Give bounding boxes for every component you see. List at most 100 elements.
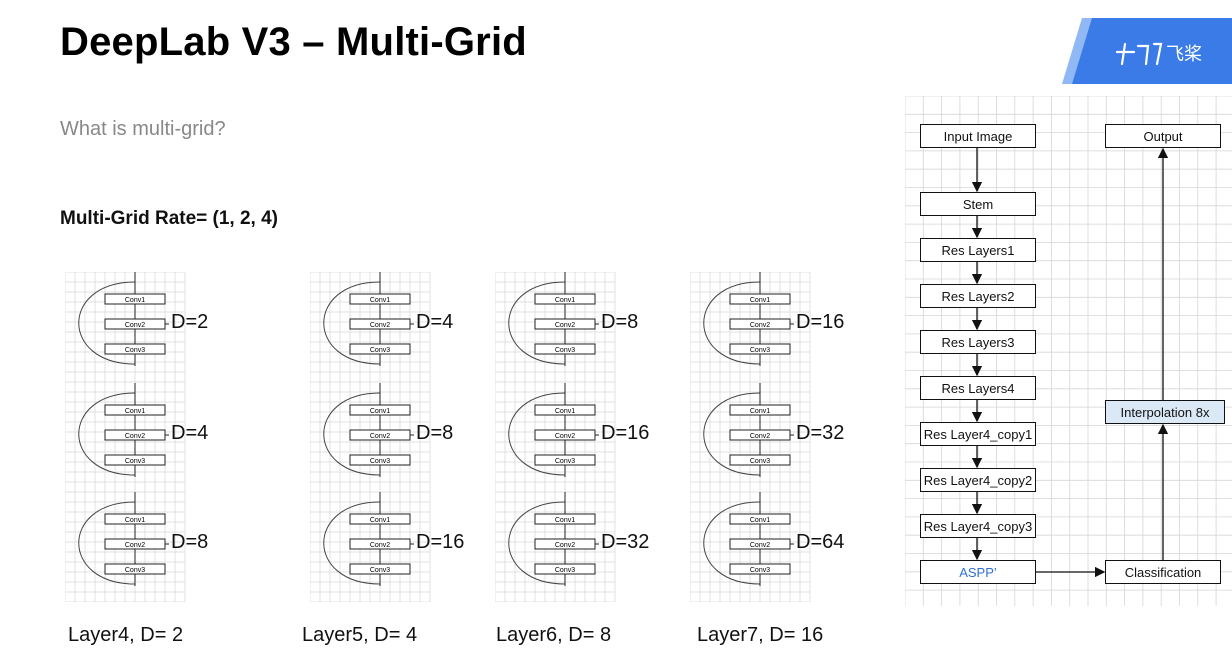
- conv-label: Conv1: [555, 517, 575, 524]
- conv-block: [534, 563, 596, 575]
- conv-label: Conv1: [370, 297, 390, 304]
- conv-label: Conv2: [750, 433, 770, 440]
- dilation-label: D=8: [601, 311, 639, 333]
- dilation-label: D=32: [601, 531, 650, 553]
- dilation-label: D=2: [171, 311, 209, 333]
- flow-node-res-layers4: Res Layers4: [920, 376, 1036, 400]
- skip-connection: [703, 392, 761, 476]
- flow-node-res-layer4-copy3: Res Layer4_copy3: [920, 514, 1036, 538]
- flow-node-stem: Stem: [920, 192, 1036, 216]
- conv-label: Conv2: [125, 542, 145, 549]
- skip-connection: [508, 392, 566, 476]
- flow-node-res-layer4-copy2: Res Layer4_copy2: [920, 468, 1036, 492]
- conv-block: [729, 513, 791, 525]
- conv-label: Conv2: [750, 322, 770, 329]
- multi-grid-rate: Multi-Grid Rate= (1, 2, 4): [60, 208, 279, 229]
- conv-label: Conv3: [555, 567, 575, 574]
- conv-label: Conv2: [370, 542, 390, 549]
- skip-connection: [703, 281, 761, 365]
- skip-connection: [508, 501, 566, 585]
- flow-node-classification: Classification: [1105, 560, 1221, 584]
- conv-label: Conv2: [125, 322, 145, 329]
- layer-label: Layer7, D= 16: [697, 624, 824, 646]
- conv-block: [729, 563, 791, 575]
- conv-block: [104, 513, 166, 525]
- conv-block: [104, 454, 166, 466]
- conv-label: Conv2: [370, 433, 390, 440]
- conv-label: Conv1: [750, 408, 770, 415]
- conv-label: Conv1: [370, 408, 390, 415]
- conv-label: Conv1: [555, 408, 575, 415]
- dilation-label: D=16: [601, 422, 650, 444]
- dilation-label: D=64: [796, 531, 845, 553]
- conv-block: [349, 293, 411, 305]
- skip-connection: [78, 501, 136, 585]
- deeplab-flowchart: Input Image Stem Res Layers1 Res Layers2…: [905, 96, 1232, 606]
- skip-connection: [703, 501, 761, 585]
- skip-connection: [78, 281, 136, 365]
- conv-block: [104, 293, 166, 305]
- conv-label: Conv3: [125, 458, 145, 465]
- conv-block: [104, 404, 166, 416]
- conv-block: [729, 293, 791, 305]
- flow-node-input: Input Image: [920, 124, 1036, 148]
- conv-block: [349, 513, 411, 525]
- conv-block: [729, 454, 791, 466]
- conv-label: Conv1: [555, 297, 575, 304]
- dilation-label: D=16: [796, 311, 845, 333]
- conv-label: Conv3: [555, 458, 575, 465]
- conv-block: [729, 404, 791, 416]
- conv-block: [534, 343, 596, 355]
- conv-label: Conv1: [750, 297, 770, 304]
- conv-label: Conv1: [125, 517, 145, 524]
- conv-label: Conv2: [125, 433, 145, 440]
- skip-connection: [323, 392, 381, 476]
- conv-label: Conv3: [125, 347, 145, 354]
- flow-node-res-layers2: Res Layers2: [920, 284, 1036, 308]
- conv-block: [534, 404, 596, 416]
- conv-label: Conv3: [125, 567, 145, 574]
- flow-node-aspp: ASPP’: [920, 560, 1036, 584]
- conv-label: Conv1: [750, 517, 770, 524]
- conv-label: Conv3: [555, 347, 575, 354]
- conv-block: [534, 293, 596, 305]
- dilation-label: D=32: [796, 422, 845, 444]
- conv-block: [104, 343, 166, 355]
- layer-label: Layer6, D= 8: [496, 624, 612, 646]
- skip-connection: [323, 281, 381, 365]
- skip-connection: [78, 392, 136, 476]
- dilation-label: D=16: [416, 531, 465, 553]
- conv-label: Conv2: [750, 542, 770, 549]
- flow-node-output: Output: [1105, 124, 1221, 148]
- dilation-label: D=4: [171, 422, 209, 444]
- conv-label: Conv1: [125, 408, 145, 415]
- page-title: DeepLab V3 – Multi-Grid: [60, 20, 527, 64]
- conv-block: [349, 454, 411, 466]
- conv-block: [534, 454, 596, 466]
- flow-node-interpolation: Interpolation 8x: [1105, 400, 1225, 424]
- conv-label: Conv3: [750, 567, 770, 574]
- conv-label: Conv2: [555, 433, 575, 440]
- conv-block: [104, 563, 166, 575]
- paddle-logo: 飞桨: [1062, 18, 1232, 84]
- flow-node-res-layer4-copy1: Res Layer4_copy1: [920, 422, 1036, 446]
- conv-block: [349, 343, 411, 355]
- conv-label: Conv3: [750, 347, 770, 354]
- conv-label: Conv3: [750, 458, 770, 465]
- conv-label: Conv2: [555, 542, 575, 549]
- conv-label: Conv3: [370, 567, 390, 574]
- flow-node-res-layers3: Res Layers3: [920, 330, 1036, 354]
- svg-text:飞桨: 飞桨: [1166, 44, 1202, 65]
- dilation-label: D=8: [171, 531, 209, 553]
- skip-connection: [508, 281, 566, 365]
- conv-label: Conv1: [125, 297, 145, 304]
- subtitle: What is multi-grid?: [60, 118, 226, 140]
- dilation-label: D=8: [416, 422, 454, 444]
- conv-label: Conv2: [555, 322, 575, 329]
- conv-block: [534, 513, 596, 525]
- conv-label: Conv3: [370, 458, 390, 465]
